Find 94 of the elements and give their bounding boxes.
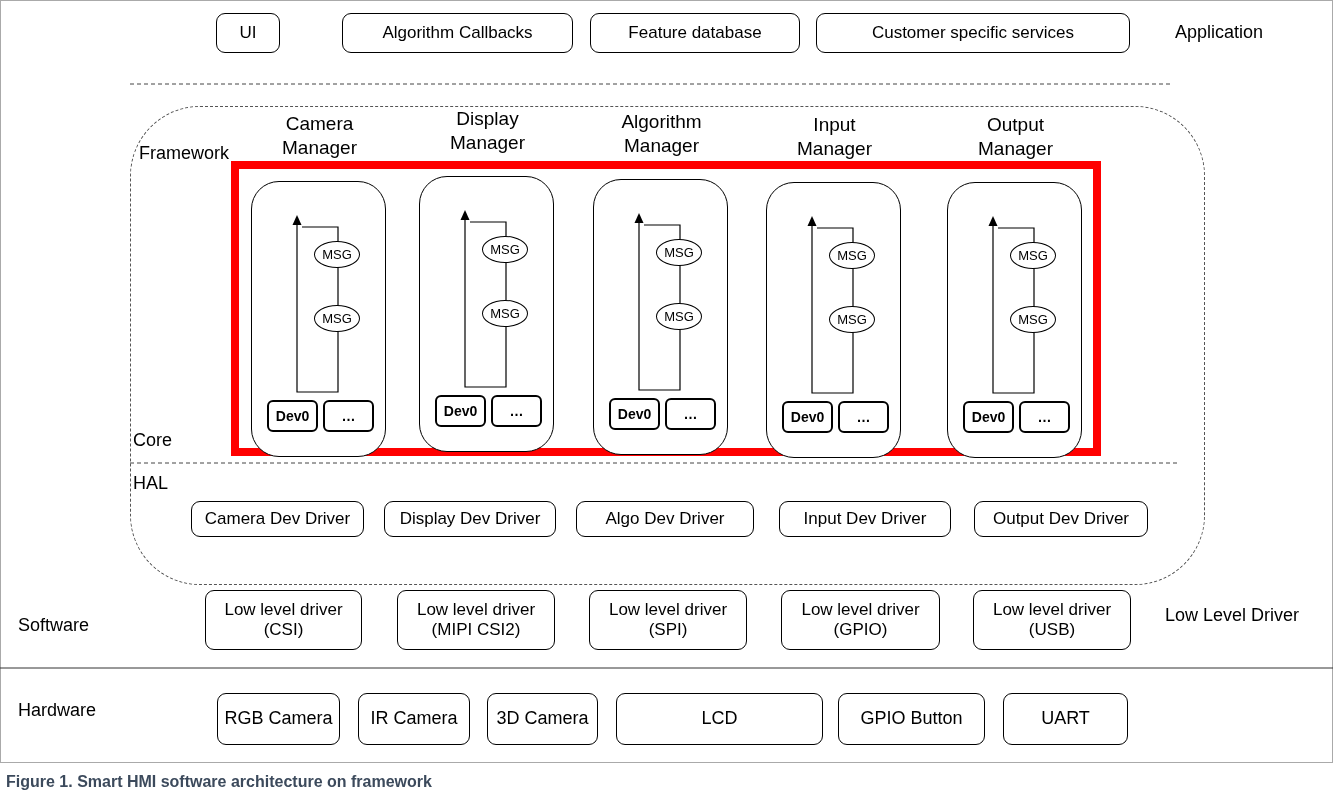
component-box	[816, 13, 1130, 53]
component-box	[216, 13, 280, 53]
box-label: Dev0	[443, 402, 478, 420]
message-ellipse	[314, 241, 360, 268]
manager-title: Input Manager	[796, 113, 873, 161]
message-ellipse	[1010, 242, 1056, 269]
box-label: UI	[239, 22, 257, 44]
box-label: Dev0	[275, 407, 310, 425]
message-ellipse	[482, 236, 528, 263]
device-box	[323, 400, 374, 432]
box-label: MSG	[664, 308, 694, 325]
device-box	[609, 398, 660, 430]
box-label: Input Dev Driver	[803, 508, 927, 530]
component-box	[779, 501, 951, 537]
box-label: Algorithm Callbacks	[382, 22, 533, 44]
hardware-box	[616, 693, 823, 745]
box-label: …	[683, 405, 698, 423]
box-label: Low level driver (USB)	[991, 599, 1113, 641]
component-box	[191, 501, 364, 537]
box-label: …	[1037, 408, 1052, 426]
component-box	[589, 590, 747, 650]
message-ellipse	[829, 242, 875, 269]
device-box	[665, 398, 716, 430]
hardware-box	[1003, 693, 1128, 745]
box-label: Output Dev Driver	[992, 508, 1129, 530]
box-label: Feature database	[628, 22, 762, 44]
manager-title: Output Manager	[977, 113, 1054, 161]
box-label: MSG	[490, 241, 520, 258]
manager-title: Camera Manager	[281, 112, 358, 160]
box-label: Dev0	[971, 408, 1006, 426]
box-label: MSG	[322, 246, 352, 263]
component-box	[973, 590, 1131, 650]
component-box	[781, 590, 940, 650]
hardware-box	[358, 693, 470, 745]
box-label: Algo Dev Driver	[605, 508, 725, 530]
box-label: MSG	[837, 311, 867, 328]
box-label: Low level driver (SPI)	[607, 599, 729, 641]
box-label: RGB Camera	[224, 708, 333, 730]
message-ellipse	[656, 303, 702, 330]
component-box	[384, 501, 556, 537]
component-box	[205, 590, 362, 650]
layer-label: Low Level Driver	[1165, 605, 1300, 626]
box-label: GPIO Button	[860, 708, 963, 730]
manager-title: Display Manager	[449, 107, 526, 155]
box-label: MSG	[664, 244, 694, 261]
layer-label: Core	[133, 430, 172, 451]
message-ellipse	[1010, 306, 1056, 333]
box-label: IR Camera	[370, 708, 458, 730]
box-label: …	[341, 407, 356, 425]
hardware-box	[487, 693, 598, 745]
layer-label: Software	[18, 615, 90, 636]
box-label: LCD	[701, 708, 738, 730]
message-ellipse	[314, 305, 360, 332]
device-box	[1019, 401, 1070, 433]
device-box	[838, 401, 889, 433]
device-box	[782, 401, 833, 433]
box-label: MSG	[490, 305, 520, 322]
framework-region	[130, 106, 1205, 585]
box-label: 3D Camera	[496, 708, 589, 730]
component-box	[397, 590, 555, 650]
box-label: Low level driver (GPIO)	[800, 599, 921, 641]
box-label: Display Dev Driver	[399, 508, 541, 530]
box-label: …	[856, 408, 871, 426]
box-label: MSG	[1018, 247, 1048, 264]
box-label: …	[509, 402, 524, 420]
box-label: Dev0	[790, 408, 825, 426]
hardware-box	[217, 693, 340, 745]
device-box	[267, 400, 318, 432]
device-box	[491, 395, 542, 427]
layer-label: Hardware	[18, 700, 97, 721]
hardware-box	[838, 693, 985, 745]
device-box	[963, 401, 1014, 433]
box-label: MSG	[1018, 311, 1048, 328]
layer-label: Framework	[139, 143, 229, 165]
figure-caption: Figure 1. Smart HMI software architecture on framework	[6, 773, 432, 791]
box-label: Dev0	[617, 405, 652, 423]
box-label: MSG	[322, 310, 352, 327]
component-box	[590, 13, 800, 53]
device-box	[435, 395, 486, 427]
box-label: UART	[1041, 708, 1090, 730]
layer-label: Application	[1175, 22, 1264, 43]
box-label: Customer specific services	[871, 22, 1075, 44]
manager-title: Algorithm Manager	[620, 110, 703, 158]
component-box	[974, 501, 1148, 537]
box-label: Low level driver (CSI)	[223, 599, 344, 641]
layer-label: HAL	[133, 473, 168, 494]
component-box	[342, 13, 573, 53]
box-label: Camera Dev Driver	[204, 508, 351, 530]
message-ellipse	[656, 239, 702, 266]
component-box	[576, 501, 754, 537]
message-ellipse	[482, 300, 528, 327]
box-label: MSG	[837, 247, 867, 264]
box-label: Low level driver (MIPI CSI2)	[415, 599, 537, 641]
message-ellipse	[829, 306, 875, 333]
